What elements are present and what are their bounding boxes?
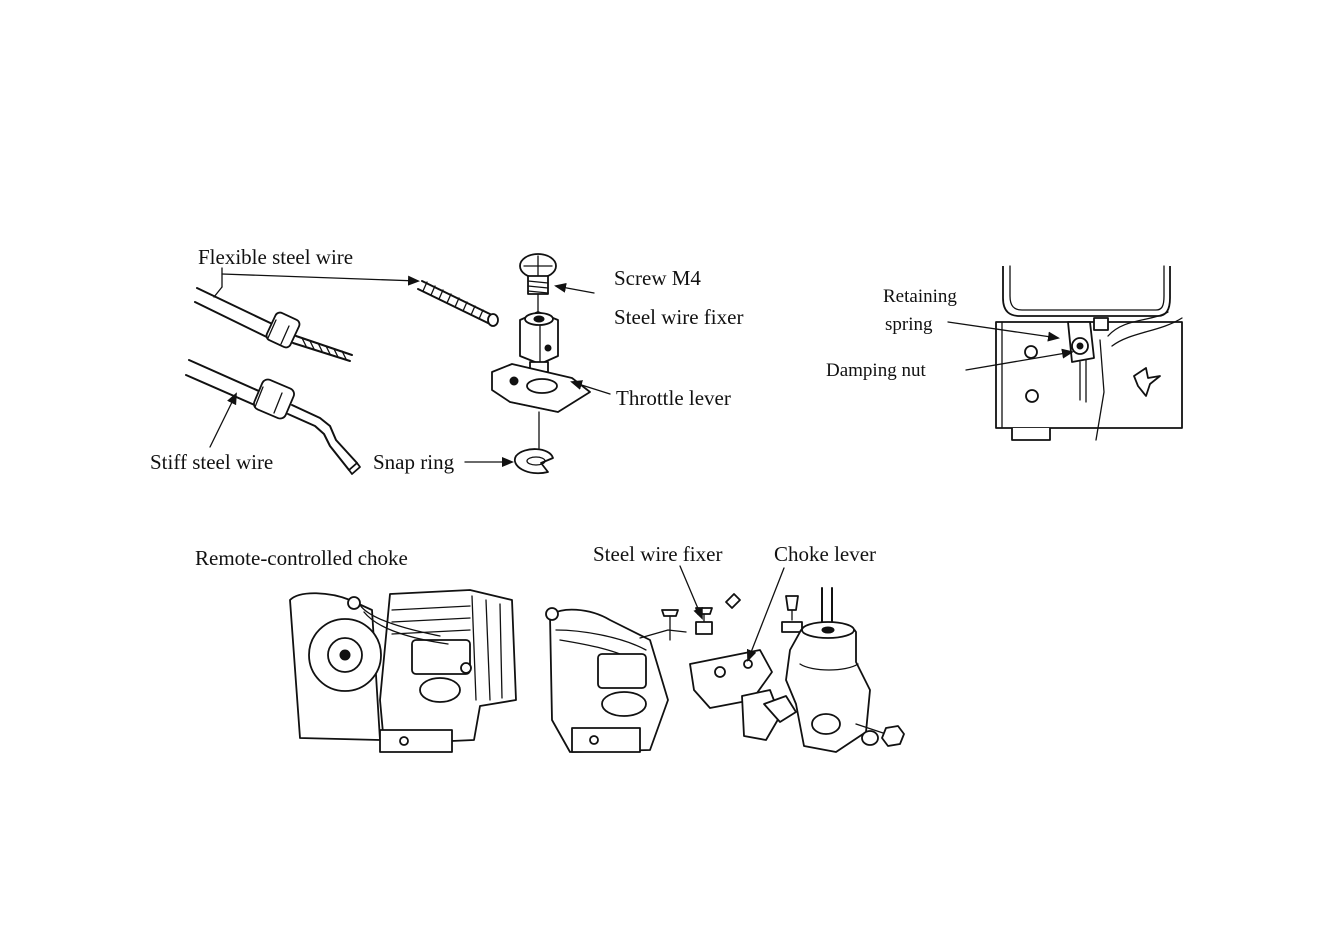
control-box-figure <box>948 266 1182 440</box>
choke-exploded-figure <box>546 566 904 752</box>
label-snap-ring: Snap ring <box>373 450 455 474</box>
label-remote-controlled-choke: Remote-controlled choke <box>195 546 408 570</box>
label-flexible-steel-wire: Flexible steel wire <box>198 245 353 269</box>
steel-wire-fixer-part <box>520 312 558 372</box>
label-choke-lever: Choke lever <box>774 542 876 566</box>
remote-choke-engine-figure <box>290 590 516 752</box>
label-throttle-lever: Throttle lever <box>616 386 731 410</box>
flexible-cable-housing <box>195 288 352 361</box>
throttle-lever-part <box>492 364 590 412</box>
label-damping-nut: Damping nut <box>826 360 926 381</box>
label-spring: spring <box>885 314 933 335</box>
label-steel-wire-fixer-bottom: Steel wire fixer <box>593 542 722 566</box>
label-retaining: Retaining <box>883 286 957 307</box>
screw-m4 <box>520 254 556 294</box>
flexible-wire-segment <box>418 281 498 326</box>
label-steel-wire-fixer-top: Steel wire fixer <box>614 305 743 329</box>
label-screw-m4: Screw M4 <box>614 266 701 290</box>
cable-assembly-figure <box>186 254 610 474</box>
choke-lever-part <box>690 650 796 740</box>
air-filter-housing <box>782 588 870 752</box>
label-stiff-steel-wire: Stiff steel wire <box>150 450 273 474</box>
snap-ring-part <box>515 449 553 473</box>
